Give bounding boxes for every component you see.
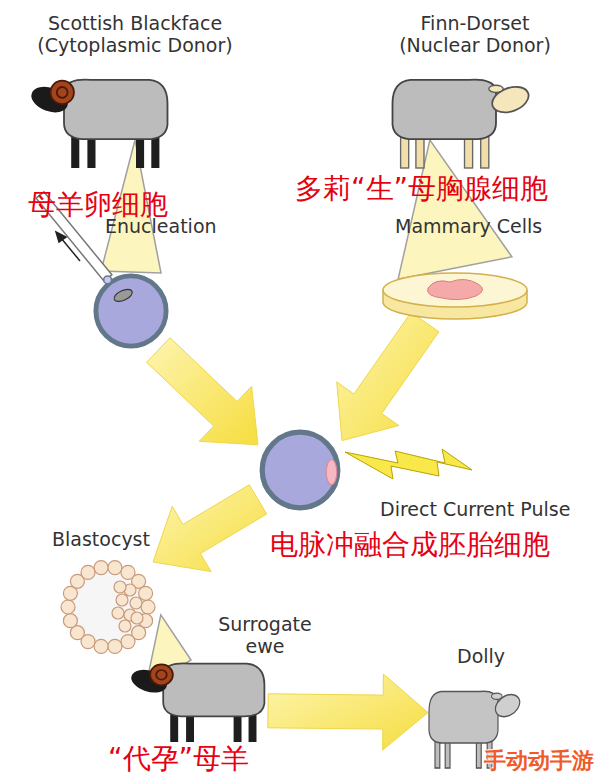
light-beam [145,615,191,689]
step-label: Surrogate ewe [210,613,320,657]
chinese-label: “代孕”母羊 [108,742,249,776]
node-outline [380,268,530,322]
block-arrow [147,338,258,445]
blastocyst-cells [61,561,155,654]
node-outline [92,272,170,350]
surrogate-ewe: Surrogate ewe“代孕”母羊 [128,660,268,742]
surrogate-sheep [128,663,265,742]
fused-cell: Direct Current Pulse电脉冲融合成胚胎细胞 [258,428,342,512]
watermark: 手动动手游 [484,748,594,774]
egg-cell: 母羊卵细胞Enucleation [92,272,170,350]
light-beam [398,140,512,279]
chinese-label: 多莉“生”母胸腺细胞 [295,172,548,206]
donor-nucleus [326,460,337,485]
current-pulse-bolt [345,449,472,479]
blackface-sheep [28,80,168,168]
cytoplasm-donor: Scottish Blackface (Cytoplasmic Donor) [20,12,250,140]
node-outline [258,428,342,512]
blastocyst: Blastocyst [63,562,153,652]
chinese-label: 电脉冲融合成胚胎细胞 [270,528,550,562]
mammary-cell-culture [428,279,483,299]
step-label: Mammary Cells [395,215,542,237]
step-label: Enucleation [105,215,217,237]
block-arrow [268,674,428,750]
step-label: Direct Current Pulse [380,498,570,520]
step-label: Dolly [457,645,505,667]
cell-membrane [96,276,166,346]
block-arrow [337,312,439,440]
step-label: Blastocyst [52,528,150,550]
removal-arrow [56,232,80,261]
cell-membrane [262,432,338,508]
spindle [112,287,134,304]
dish-top [383,273,527,307]
donor-title: Finn-Dorset (Nuclear Donor) [380,12,570,56]
nuclear-donor: Finn-Dorset (Nuclear Donor) [360,12,590,140]
polar-body [104,276,112,284]
block-arrow [153,485,267,572]
donor-title: Scottish Blackface (Cytoplasmic Donor) [20,12,250,56]
finn-dorset-sheep [393,80,533,168]
petri-dish: 多莉“生”母胸腺细胞Mammary Cells [380,268,530,322]
